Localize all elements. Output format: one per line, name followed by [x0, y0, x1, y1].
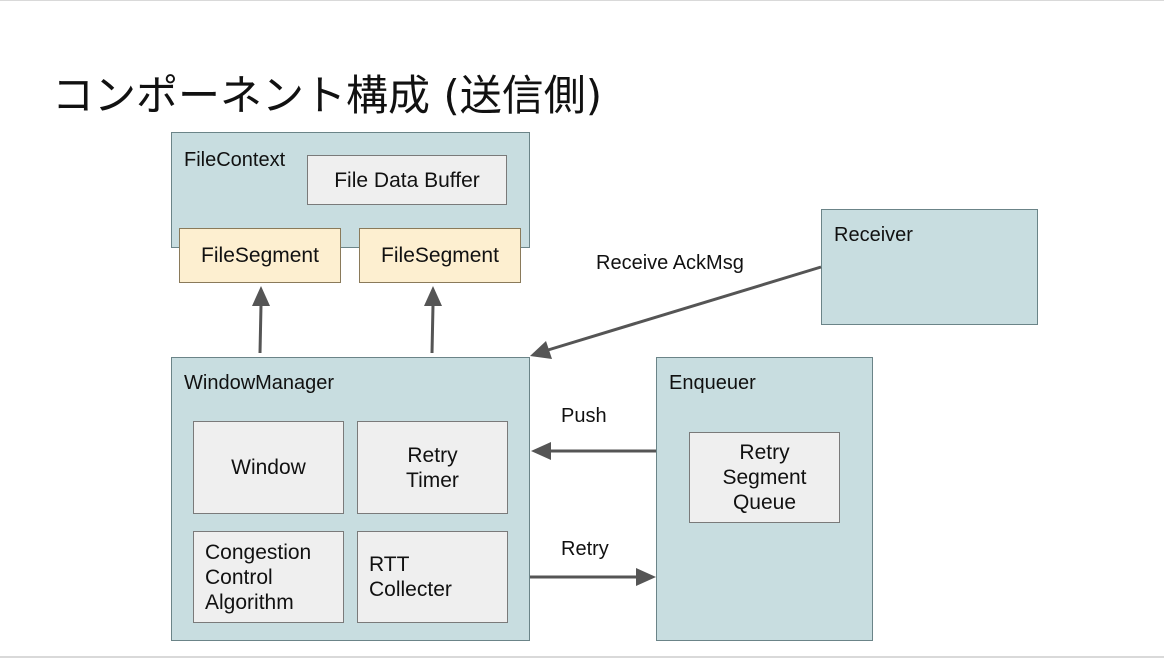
window-manager-label: WindowManager — [184, 372, 335, 394]
window-box: Window — [193, 421, 344, 514]
arrowhead-retry — [636, 568, 656, 586]
arrowhead-file-segment-2 — [424, 286, 442, 306]
window-label: Window — [231, 456, 306, 479]
file-data-buffer-box: File Data Buffer — [307, 155, 507, 205]
file-segment-label-1: FileSegment — [201, 243, 319, 267]
rtt-collecter-box: RTT Collecter — [357, 531, 508, 623]
retry-segment-queue-box: Retry Segment Queue — [689, 432, 840, 523]
congestion-control-box: Congestion Control Algorithm — [193, 531, 344, 623]
receive-ackmsg-label: Receive AckMsg — [596, 252, 744, 274]
file-data-buffer-label: File Data Buffer — [334, 168, 480, 192]
arrowhead-push — [531, 442, 551, 460]
retry-timer-box: Retry Timer — [357, 421, 508, 514]
arrowhead-receive-ackmsg — [530, 341, 552, 359]
retry-timer-label: Retry Timer — [406, 443, 459, 492]
arrow-to-file-segment-2 — [430, 304, 435, 354]
page-title: コンポーネント構成 (送信側) — [52, 71, 603, 120]
file-segment-box-2: FileSegment — [359, 228, 521, 283]
arrowhead-file-segment-1 — [252, 286, 270, 306]
push-label: Push — [561, 405, 607, 427]
slide-bottom-border — [0, 656, 1164, 658]
file-segment-label-2: FileSegment — [381, 243, 499, 267]
slide-top-border — [0, 0, 1164, 1]
retry-label: Retry — [561, 538, 609, 560]
retry-segment-queue-label: Retry Segment Queue — [722, 441, 807, 514]
receiver-label: Receiver — [834, 224, 913, 246]
enqueuer-label: Enqueuer — [669, 372, 756, 394]
arrow-to-file-segment-1 — [258, 304, 263, 354]
arrow-receive-ackmsg — [547, 265, 822, 352]
congestion-control-label: Congestion Control Algorithm — [205, 540, 312, 614]
rtt-collecter-label: RTT Collecter — [369, 553, 452, 601]
receiver-box: Receiver — [821, 209, 1038, 325]
file-context-label: FileContext — [184, 149, 286, 171]
file-segment-box-1: FileSegment — [179, 228, 341, 283]
